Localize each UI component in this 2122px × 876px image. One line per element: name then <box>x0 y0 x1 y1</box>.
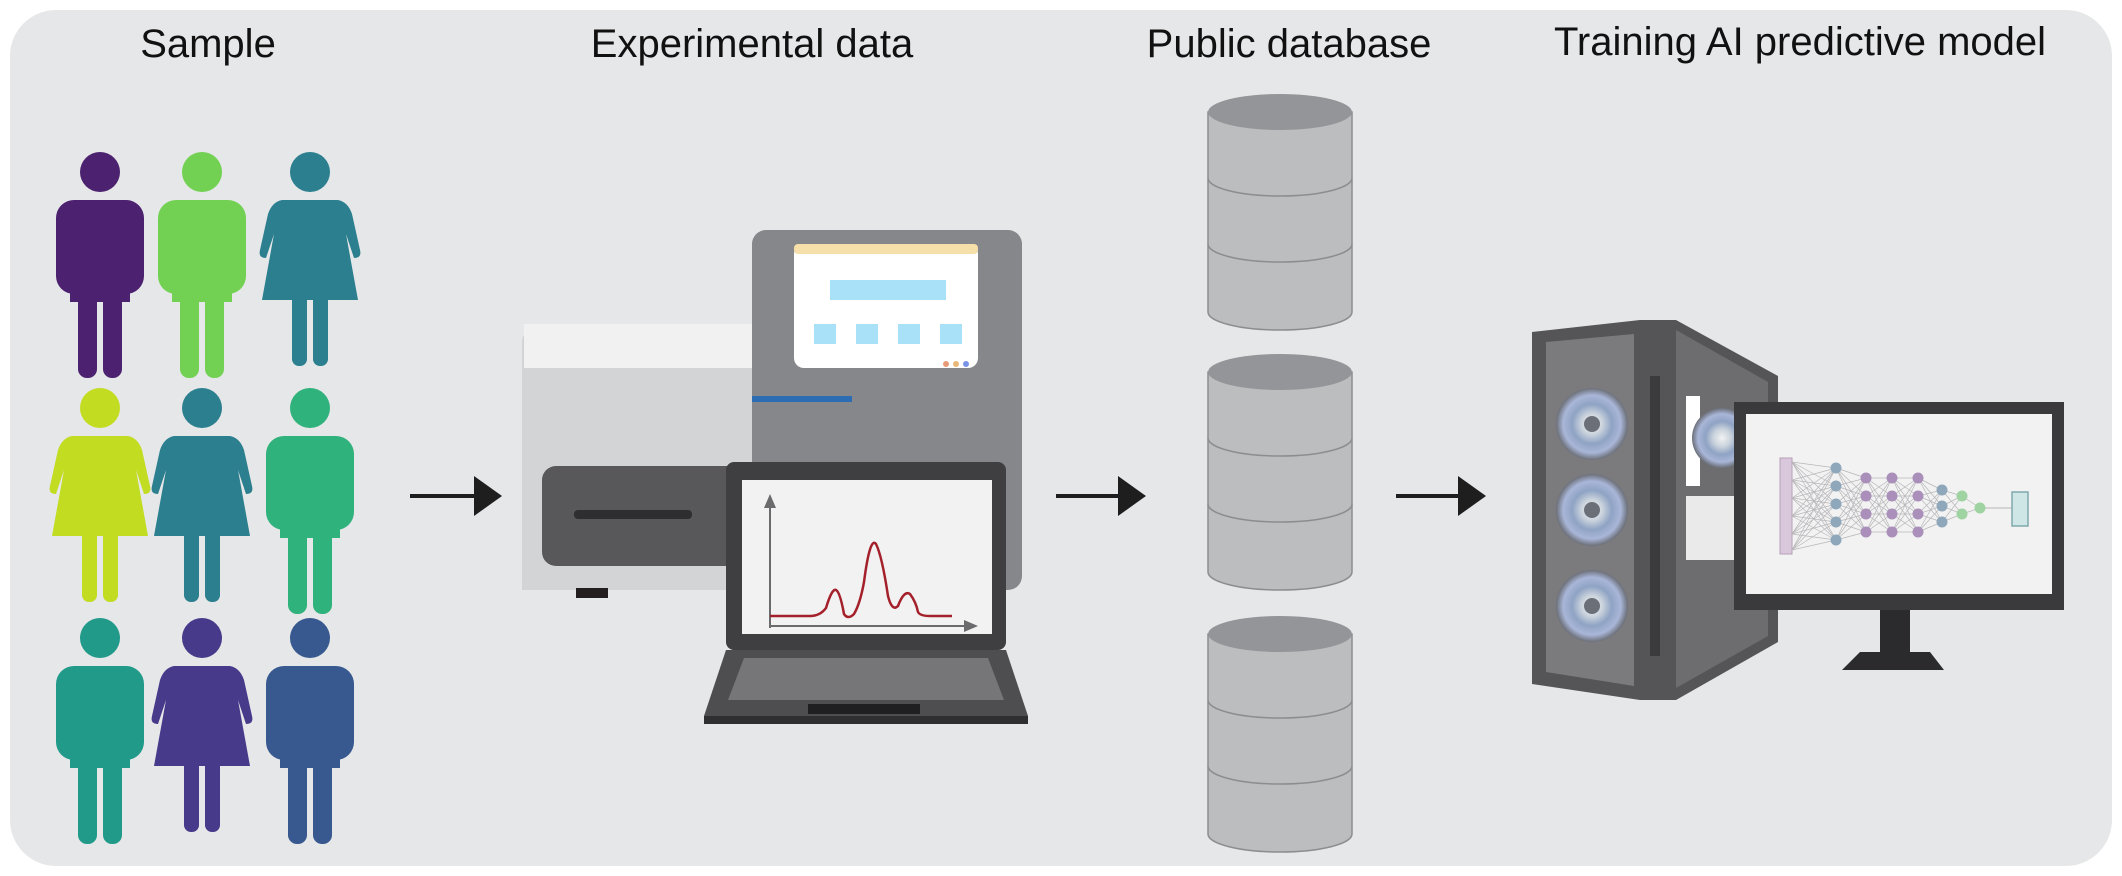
computer-tower-icon <box>1532 320 1778 700</box>
person-icon <box>158 152 246 378</box>
arrow-right-icon <box>1396 476 1486 516</box>
arrow-right-icon <box>410 476 502 516</box>
person-icon <box>49 388 151 602</box>
database-icon <box>1207 616 1353 853</box>
neural-network-icon <box>1779 457 2029 555</box>
chromatogram-plot <box>764 494 978 632</box>
person-icon <box>259 152 361 366</box>
people-group <box>49 152 361 844</box>
person-icon <box>151 388 253 602</box>
stage-title-public-database: Public database <box>1146 22 1432 66</box>
arrow-right-icon <box>1056 476 1146 516</box>
fan-icon <box>1556 570 1628 642</box>
fan-icon <box>1556 388 1628 460</box>
laptop-icon <box>704 462 1028 724</box>
person-icon <box>56 618 144 844</box>
person-icon <box>151 618 253 832</box>
database-icon <box>1207 354 1353 591</box>
stage-title-sample: Sample <box>140 22 276 66</box>
person-icon <box>266 618 354 844</box>
stage-title-experimental-data: Experimental data <box>590 22 914 66</box>
person-icon <box>56 152 144 378</box>
stage-title-training-ai-model: Training AI predictive model <box>1553 20 2047 64</box>
person-icon <box>266 388 354 614</box>
database-icon <box>1207 94 1353 331</box>
database-group <box>1207 94 1353 853</box>
fan-icon <box>1556 474 1628 546</box>
